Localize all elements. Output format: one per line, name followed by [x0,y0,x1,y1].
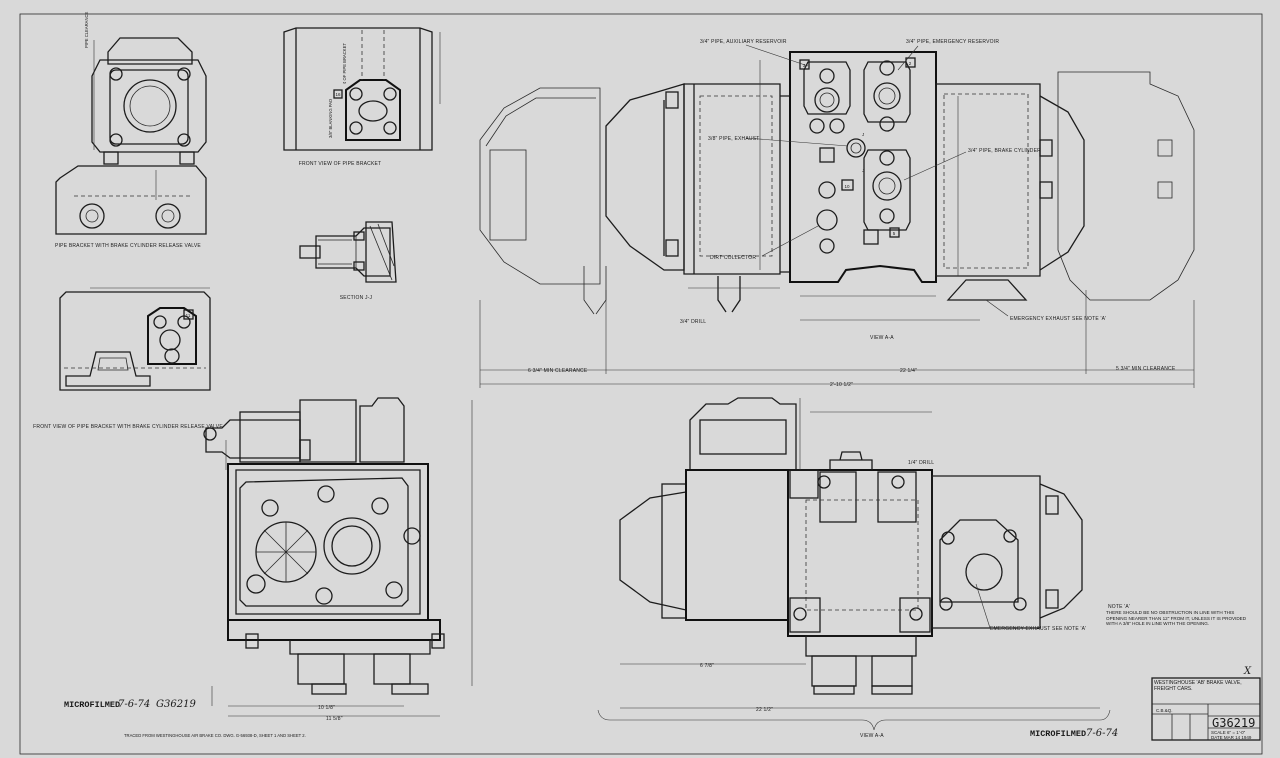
marker-j-bottom: J [862,168,864,173]
marker-2: 2 [909,61,912,66]
drill-top-callout: 3/4" DRILL [680,319,706,325]
note-a: NOTE 'A' THERE SHOULD BE NO OBSTRUCTION … [1106,604,1247,627]
view-aa-bottom-caption: VIEW A-A [860,733,884,739]
marker-10: 10 [844,184,850,189]
marker-3: 3 [803,63,806,68]
main-view-top: 3 2 10 5 J J [479,51,1195,388]
microfilmed-left-date: 7-6-74 [118,699,150,710]
section-jj-caption: SECTION J-J [340,295,373,301]
note-a-body: THERE SHOULD BE NO OBSTRUCTION IN LINE W… [1106,610,1247,627]
front-view-pipe-bracket-caption: FRONT VIEW OF PIPE BRACKET [299,161,382,167]
check-mark: X [1243,666,1252,677]
emerg-reservoir-callout: 3/4" PIPE, EMERGENCY RESERVOIR [906,39,999,45]
front-view-bracket-release-caption: FRONT VIEW OF PIPE BRACKET WITH BRAKE CY… [33,424,223,430]
end-view-bottom-left [203,397,473,717]
title-block-org: C.B.&Q. [1156,708,1173,713]
section-jj [299,221,397,283]
aux-reservoir-callout: 3/4" PIPE, AUXILIARY RESERVOIR [700,39,787,45]
title-block: WESTINGHOUSE 'AB' BRAKE VALVE, FREIGHT C… [1151,677,1261,741]
pipe-bracket-release-caption: PIPE BRACKET WITH BRAKE CYLINDER RELEASE… [55,243,201,249]
front-view-bracket-release: 11 [59,287,211,391]
blanking-pad-label: 3/8" BLANKING PAD [328,99,333,138]
dirt-collector-callout: DIRT COLLECTOR [710,255,756,261]
pipe-exhaust-callout: 3/8" PIPE, EXHAUST [708,136,760,142]
emerg-exhaust-bottom-callout: EMERGENCY EXHAUST SEE NOTE 'A' [990,626,1086,632]
title-block-title: WESTINGHOUSE 'AB' BRAKE VALVE, FREIGHT C… [1154,680,1242,693]
marker-16: 16 [335,92,341,97]
front-view-pipe-bracket: 16 3/8" BLANKING PAD ¢ OF PIPE BRACKET [283,27,441,151]
span-bottom-dim: 22 1/2" [756,707,773,713]
min-clearance-left: 6 3/4" MIN CLEARANCE [528,368,588,374]
microfilmed-right-stamp: MICROFILMED [1030,729,1086,739]
overall-span: 22 1/4" [900,368,917,374]
width-inner-dim: 10 1/8" [318,705,335,711]
microfilmed-left-stamp: MICROFILMED [64,700,120,710]
side-view-bottom-right [597,397,1111,731]
sheet-border [19,13,1263,755]
pipe-clearance-label: PIPE CLEARANCE [84,11,89,48]
microfilmed-right-date: 7-6-74 [1086,728,1118,739]
marker-11: 11 [186,313,191,318]
marker-j-top: J [862,132,864,137]
min-clearance-right: 5 3/4" MIN CLEARANCE [1116,366,1176,372]
traced-from-note: TRACED FROM WESTINGHOUSE AIR BRAKE CO. D… [124,733,306,738]
marker-5: 5 [893,231,896,236]
drill-bottom-callout: 1/4" DRILL [908,460,934,466]
title-block-date: DATE MAR 14 1949 [1211,735,1252,740]
microfilmed-left-num: G36219 [156,699,196,710]
left-bottom-dim: 6 7/8" [700,663,714,669]
note-a-title: NOTE 'A' [1108,604,1130,610]
view-aa-top-caption: VIEW A-A [870,335,894,341]
pipe-bracket-cl-label: ¢ OF PIPE BRACKET [342,43,347,84]
overall-feet: 2'-10 1/2" [830,382,853,388]
width-bottom-dim: 11 5/8" [326,716,343,722]
title-block-scale: SCALE 6" = 1'-0" [1211,730,1246,735]
emerg-exhaust-top-callout: EMERGENCY EXHAUST SEE NOTE 'A' [1010,316,1106,322]
pipe-bracket-release-view: PIPE CLEARANCE [55,11,207,235]
brake-cylinder-callout: 3/4" PIPE, BRAKE CYLINDER [968,148,1041,154]
title-block-drawing-number: G36219 [1212,716,1255,730]
